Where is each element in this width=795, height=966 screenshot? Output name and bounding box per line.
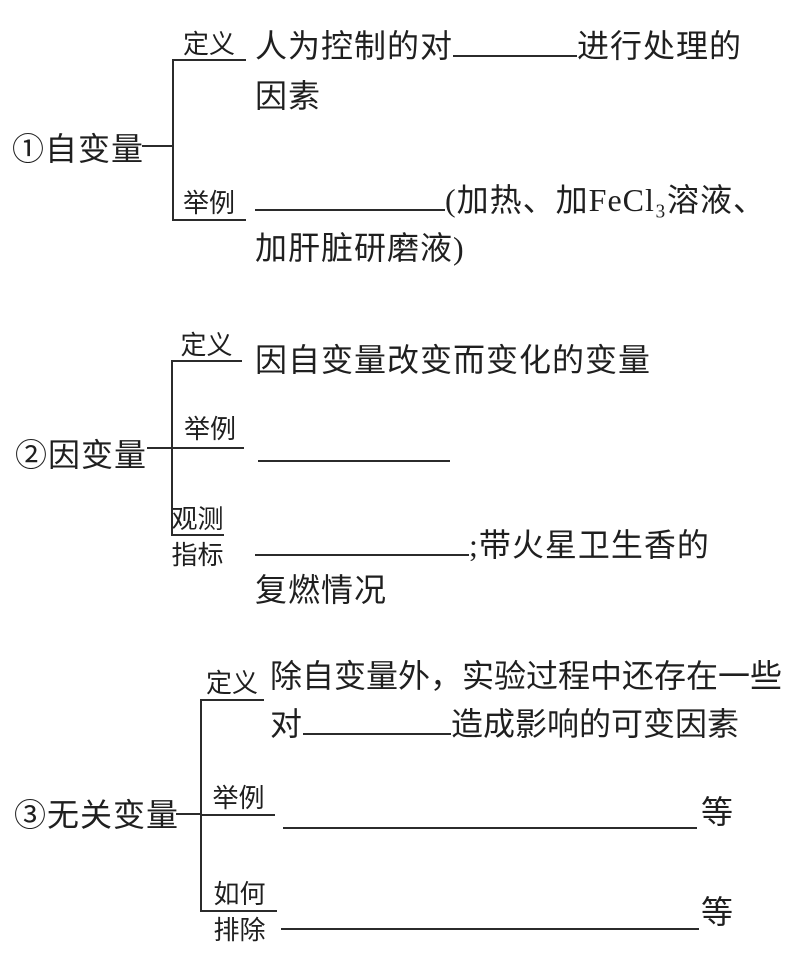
section1-example-label: 举例 (182, 189, 235, 218)
section3-bracket-line (200, 699, 202, 912)
section3-exclude-suffix: 等 (701, 894, 735, 930)
section1-title: ①自变量 (12, 131, 145, 167)
blank-line (283, 827, 697, 829)
blank-line (255, 207, 445, 211)
section1-example-line1: (加热、加FeCl₃溶液、 (255, 179, 766, 221)
section3-definition-line2: 对 造成影响的可变因素 (270, 703, 739, 745)
example-text-after-blank: (加热、加FeCl₃溶液、 (445, 182, 767, 218)
section2-definition-underline (171, 360, 242, 362)
section1-definition-line1: 人为控制的对 进行处理的 (255, 25, 742, 67)
definition-text-after-blank: 造成影响的可变因素 (451, 706, 740, 742)
section3-exclude-label-line2: 排除 (213, 916, 266, 945)
section2-observation-label-line2: 指标 (171, 541, 224, 570)
blank-line (303, 731, 452, 735)
section3-definition-line1: 除自变量外，实验过程中还存在一些 (270, 658, 783, 694)
section2-definition-label: 定义 (180, 331, 233, 360)
section2-example-label: 举例 (183, 415, 236, 444)
section2-observation-label-line1: 观测 (171, 505, 224, 534)
section3-definition-underline (200, 699, 264, 701)
section1-bracket-line (172, 59, 174, 221)
section3-exclude-underline (202, 910, 277, 912)
section1-definition-line2: 因素 (255, 78, 322, 114)
section2-observation-line2: 复燃情况 (255, 572, 388, 608)
section3-connector-line (176, 813, 202, 815)
section3-example-label: 举例 (212, 784, 265, 813)
blank-line (255, 552, 469, 556)
section3-example-underline (202, 814, 275, 816)
section1-definition-underline (172, 59, 246, 61)
section1-example-underline (172, 219, 246, 221)
definition-text-after-blank: 进行处理的 (577, 28, 743, 64)
section3-example-suffix: 等 (701, 794, 735, 830)
definition-text-before-blank: 对 (270, 706, 304, 742)
section1-example-line2: 加肝脏研磨液) (255, 230, 465, 266)
blank-line (281, 928, 699, 930)
section2-connector-line (147, 447, 244, 449)
section2-observation-line1: ;带火星卫生香的 (255, 524, 710, 566)
blank-line (453, 53, 578, 57)
section1-definition-label: 定义 (182, 30, 235, 59)
blank-line (258, 460, 450, 462)
section3-exclude-label-line1: 如何 (213, 880, 266, 909)
section3-title: ③无关变量 (14, 797, 180, 833)
section2-definition-text: 因自变量改变而变化的变量 (255, 342, 652, 378)
section3-definition-label: 定义 (205, 669, 258, 698)
section1-connector-line (142, 145, 172, 147)
section2-title: ②因变量 (15, 437, 148, 473)
section2-observation-underline (171, 534, 224, 536)
observation-text-after-blank: ;带火星卫生香的 (469, 527, 710, 563)
definition-text-before-blank: 人为控制的对 (255, 28, 454, 64)
